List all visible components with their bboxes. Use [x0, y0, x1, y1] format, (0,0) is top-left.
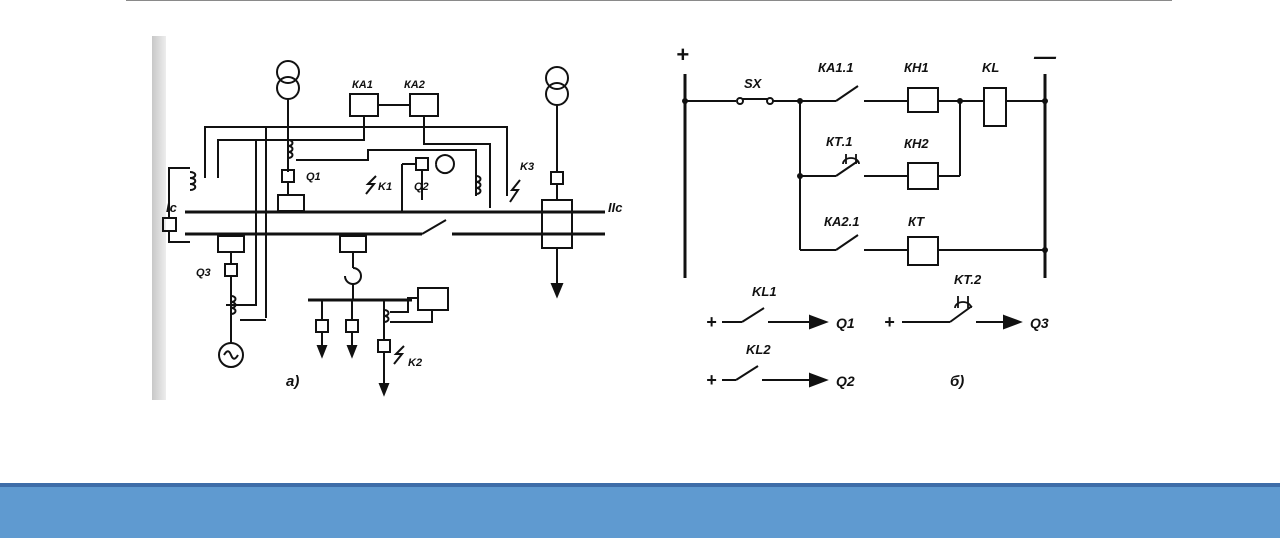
- caption-b: б): [950, 373, 964, 390]
- relay-k2-box: [417, 287, 449, 311]
- switch-sx-left: [736, 97, 744, 105]
- scheme-b: + — SX КА1.1: [676, 42, 1057, 390]
- plus-out-3: +: [706, 370, 717, 390]
- disconnector-q3: [217, 235, 245, 253]
- label-kh1: КН1: [904, 60, 929, 75]
- label-ka1-1: КА1.1: [818, 60, 853, 75]
- reactor-q2: [435, 154, 455, 175]
- label-out-q3: Q3: [1030, 315, 1049, 331]
- ct-left-transformer: [287, 139, 294, 159]
- label-k3: K3: [520, 161, 534, 173]
- switch-sx-right: [766, 97, 774, 105]
- scan-area: [152, 36, 612, 400]
- fault-k1-mark: [365, 175, 377, 195]
- relay-ka2-box: [409, 93, 439, 117]
- label-kh2: КН2: [904, 136, 929, 151]
- label-kl1: KL1: [752, 284, 777, 299]
- relay-ka1-box: [349, 93, 379, 117]
- label-kt2: KT.2: [954, 272, 982, 287]
- transformer-right-top: [545, 66, 569, 90]
- label-plus: +: [676, 42, 689, 67]
- bus-section-switch: [421, 219, 447, 235]
- label-kl: KL: [982, 60, 999, 75]
- label-out-q2: Q2: [836, 373, 855, 389]
- transformer-left-top: [276, 60, 300, 84]
- label-ka2: КА2: [404, 79, 425, 91]
- disconnector-q1: [277, 194, 305, 212]
- breaker-q3: [224, 263, 238, 277]
- coil-kt: [907, 236, 939, 266]
- disconnector-right: [541, 199, 573, 249]
- label-q1: Q1: [306, 171, 321, 183]
- transformer-right-bottom: [545, 82, 569, 106]
- junction-dots: [682, 98, 1048, 253]
- coil-kl: [983, 87, 1007, 127]
- contact-kl2: [735, 365, 759, 381]
- label-kl2: KL2: [746, 342, 771, 357]
- contact-ka2-1: [835, 234, 859, 251]
- transformer-left-bottom: [276, 76, 300, 100]
- label-q3: Q3: [196, 267, 211, 279]
- label-q2: Q2: [414, 181, 429, 193]
- footer-bar: [0, 483, 1280, 538]
- contact-kl1: [741, 307, 765, 323]
- fault-k2-mark: [393, 345, 405, 365]
- ct-k2-feeder: [383, 309, 390, 323]
- ct-generator: [230, 295, 237, 315]
- label-bus-2: IIс: [608, 200, 623, 215]
- caption-a: а): [286, 373, 299, 390]
- fault-k3-mark: [509, 179, 521, 203]
- contact-kt-1: [835, 160, 859, 177]
- label-kt: КТ: [908, 214, 925, 229]
- ct-left-bus: [189, 171, 197, 191]
- arrow-right-load: [550, 283, 564, 299]
- timer-kt-1-mark: [842, 154, 860, 165]
- ct-q2: [475, 175, 482, 195]
- generator-symbol: [223, 350, 239, 360]
- coil-kh1: [907, 87, 939, 113]
- label-minus: —: [1033, 44, 1057, 69]
- breaker-right: [550, 171, 564, 185]
- label-k2: K2: [408, 357, 422, 369]
- label-kt-1: КТ.1: [826, 134, 852, 149]
- load-feeders: [315, 300, 391, 397]
- scan-shade: [152, 36, 166, 400]
- label-bus-1: Iс: [166, 200, 178, 215]
- relay-protection-diagram: КА1 КА2 Q1 Q2 Q3 K1 K2 K3 Iс IIс а) + —: [162, 42, 1057, 397]
- breaker-q2: [415, 157, 429, 171]
- timer-kt-2-mark: [954, 296, 972, 309]
- label-out-q1: Q1: [836, 315, 855, 331]
- label-ka2-1: КА2.1: [824, 214, 859, 229]
- contact-ka1-1: [835, 85, 859, 102]
- bus-1-gap: [445, 200, 468, 212]
- plus-out-2: +: [884, 312, 895, 332]
- top-rule: [126, 0, 1172, 1]
- label-sx: SX: [744, 76, 763, 91]
- reactor-center: [344, 267, 362, 285]
- generator: [218, 342, 244, 368]
- plus-out-1: +: [706, 312, 717, 332]
- label-ka1: КА1: [352, 79, 373, 91]
- label-k1: K1: [378, 181, 392, 193]
- disconnector-center: [339, 235, 367, 253]
- current-relay-ic: [162, 217, 177, 232]
- coil-kh2: [907, 162, 939, 190]
- contact-kt2: [949, 305, 973, 323]
- scheme-a: КА1 КА2 Q1 Q2 Q3 K1 K2 K3 Iс IIс а): [162, 60, 623, 397]
